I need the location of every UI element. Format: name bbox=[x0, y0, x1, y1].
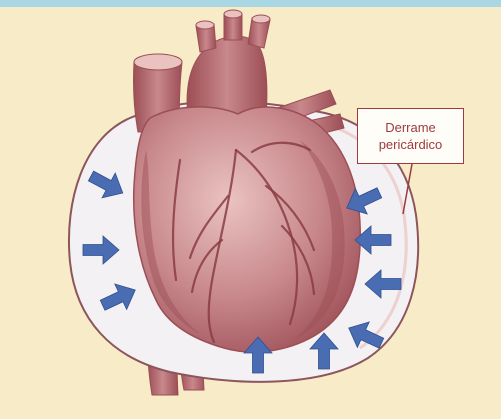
effusion-label-line2: pericárdico bbox=[379, 136, 443, 153]
effusion-label-line1: Derrame bbox=[385, 119, 436, 136]
effusion-label-box: Derrame pericárdico bbox=[357, 108, 464, 164]
heart-body bbox=[134, 107, 361, 352]
